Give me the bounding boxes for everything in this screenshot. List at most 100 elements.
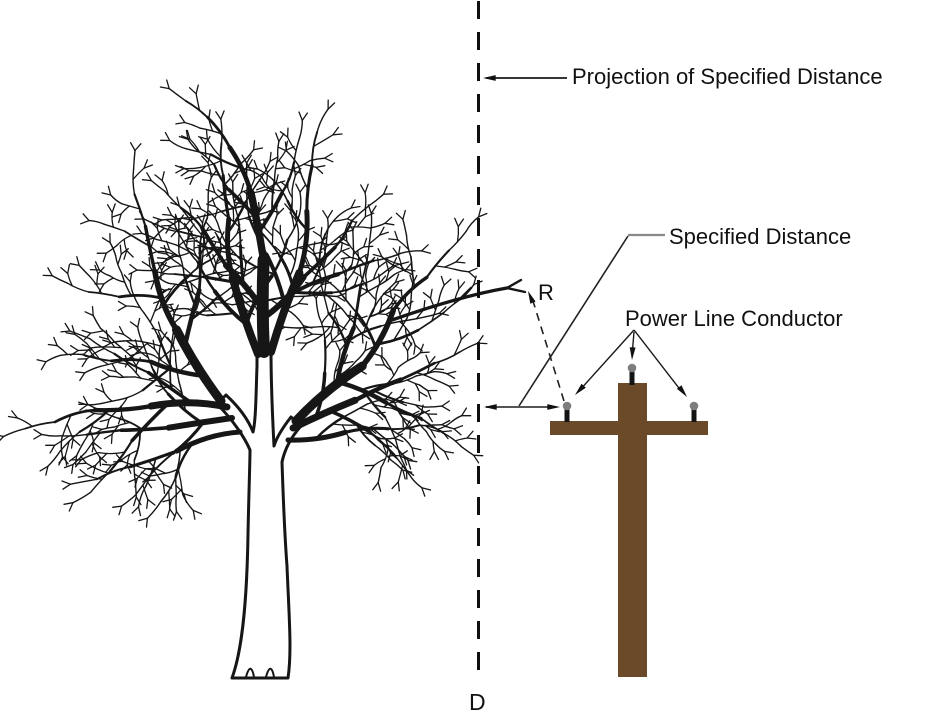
tree-branch xyxy=(393,293,403,300)
tree-branch xyxy=(320,285,330,314)
tree-branch xyxy=(163,385,175,389)
tree-branch xyxy=(117,305,127,312)
tree-branch xyxy=(101,370,111,377)
tree-branch xyxy=(129,449,179,469)
tree-branch xyxy=(54,435,70,446)
tree-branch xyxy=(146,172,153,182)
tree-branch xyxy=(208,109,211,120)
tree-branch xyxy=(86,342,101,360)
tree-branch xyxy=(183,222,190,232)
tree-branch xyxy=(406,342,413,352)
tree-branch xyxy=(169,508,176,518)
tree-branch xyxy=(342,251,351,258)
tree-branch xyxy=(357,368,367,375)
tree-branch xyxy=(210,240,221,244)
tree-branch xyxy=(182,240,199,263)
tree-branch xyxy=(196,214,204,224)
tree-branch xyxy=(109,275,126,283)
tree-branch xyxy=(215,111,222,120)
insulator-left-cap xyxy=(562,401,572,411)
insulator-left-post xyxy=(564,408,570,422)
tree-branch xyxy=(251,199,265,226)
tree-branch xyxy=(86,474,103,480)
tree-branch xyxy=(159,86,170,90)
tree-branch xyxy=(284,167,302,174)
tree-branch xyxy=(312,230,322,237)
tree-branch xyxy=(227,201,234,211)
tree-branch xyxy=(233,201,244,205)
arrowhead-icon xyxy=(484,404,497,410)
tree-branch xyxy=(264,252,288,310)
tree-branch xyxy=(397,307,404,326)
tree-branch xyxy=(319,235,328,244)
tree-branch xyxy=(222,294,236,304)
tree-branch xyxy=(394,273,400,284)
tree-branch xyxy=(379,231,389,236)
tree-branch xyxy=(341,424,349,438)
tree-branch xyxy=(286,199,309,232)
tree-branch xyxy=(61,480,72,485)
tree-branch xyxy=(261,232,281,257)
tree-branch xyxy=(385,281,397,293)
tree-branch xyxy=(205,221,214,231)
tree-branch xyxy=(158,299,163,310)
tree-branch xyxy=(68,502,74,512)
tree-branch xyxy=(176,196,180,207)
tree-branch xyxy=(166,336,174,346)
tree-branch xyxy=(92,403,154,413)
tree-branch xyxy=(277,146,288,152)
tree-branch xyxy=(399,450,408,457)
tree-branch xyxy=(332,126,339,136)
tree-branch xyxy=(161,218,176,221)
tree-branch xyxy=(156,293,163,307)
tree-branch xyxy=(275,205,278,216)
tree-branch xyxy=(269,156,279,162)
tree-branch xyxy=(207,194,223,204)
tree-branch xyxy=(156,227,163,242)
tree-branch xyxy=(64,440,70,458)
tree-branch xyxy=(402,417,412,424)
tree-branch xyxy=(347,436,356,443)
tree-branch xyxy=(143,312,159,337)
tree-branch xyxy=(381,355,389,365)
tree-branch xyxy=(305,256,311,267)
tree-branch xyxy=(175,484,185,495)
tree-branch xyxy=(298,119,303,140)
tree-branch xyxy=(410,282,414,299)
tree-branch xyxy=(154,348,163,362)
tree-branch xyxy=(182,288,202,348)
tree-branch xyxy=(379,226,385,236)
tree-branch xyxy=(153,354,171,368)
tree-branch xyxy=(443,278,452,286)
tree-branch xyxy=(415,371,436,381)
tree-branch xyxy=(299,264,311,267)
tree-branch xyxy=(206,115,232,149)
tree-branch xyxy=(473,275,477,286)
tree-branch xyxy=(88,219,106,225)
tree-branch xyxy=(252,140,256,151)
tree-branch xyxy=(211,183,216,194)
tree-branch xyxy=(102,346,123,349)
tree-branch xyxy=(195,93,201,111)
tree-branch xyxy=(394,230,399,241)
tree-branch xyxy=(137,506,142,517)
tree-branch xyxy=(85,409,95,415)
tree-branch xyxy=(311,333,324,336)
tree-branch xyxy=(111,363,118,373)
tree-branch xyxy=(387,424,421,431)
tree-branch xyxy=(239,195,244,205)
tree-branch xyxy=(103,277,114,285)
tree-branch xyxy=(94,452,108,466)
tree-branch xyxy=(361,431,381,440)
tree-branch xyxy=(99,418,110,423)
tree-branch xyxy=(137,326,144,345)
tree-branch xyxy=(455,254,463,263)
tree-branch xyxy=(159,476,177,503)
tree-branch xyxy=(106,204,113,214)
tree-branch xyxy=(162,266,171,273)
tree-branch xyxy=(175,359,180,383)
tree-branch xyxy=(339,342,347,352)
tree-branch xyxy=(132,369,142,379)
tree-branch xyxy=(156,386,166,393)
tree-branch xyxy=(448,384,459,387)
